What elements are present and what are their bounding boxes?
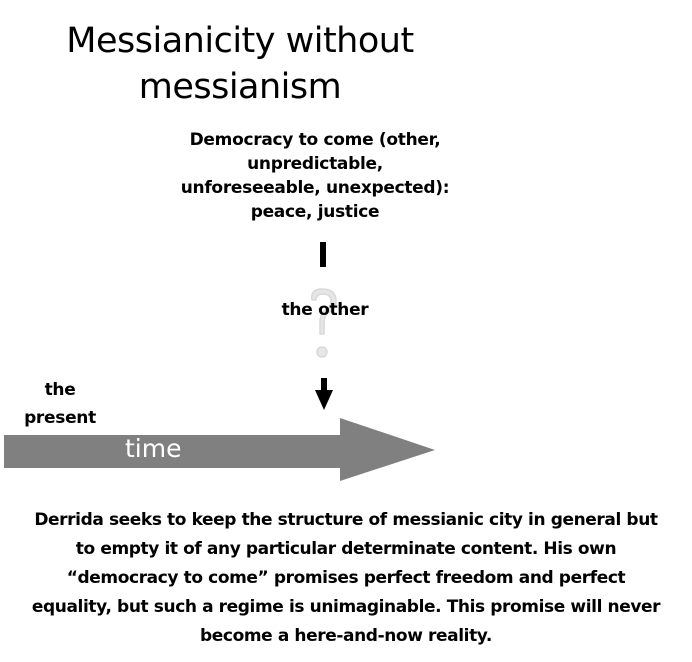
text-line: to empty it of any particular determinat… — [75, 539, 617, 559]
time-label: time — [125, 434, 182, 463]
text-line: become a here-and-now reality. — [200, 626, 492, 646]
text-line: Derrida seeks to keep the structure of m… — [34, 510, 658, 530]
democracy-to-come-text: Democracy to come (other, unpredictable,… — [160, 128, 470, 224]
explanation-paragraph: Derrida seeks to keep the structure of m… — [6, 506, 686, 651]
text-line: unforeseeable, unexpected): — [180, 178, 450, 198]
text-line: equality, but such a regime is unimagina… — [31, 597, 661, 617]
title-line: Messianicity without — [66, 21, 414, 61]
title-line: messianism — [138, 67, 342, 107]
text-line: present — [24, 408, 96, 428]
text-line: peace, justice — [250, 202, 380, 222]
the-other-label: the other — [281, 300, 369, 320]
down-arrow-icon — [315, 378, 333, 410]
text-line: “democracy to come” promises perfect fre… — [66, 568, 626, 588]
time-arrow — [4, 418, 435, 481]
text-line: Democracy to come (other, — [189, 130, 441, 150]
vertical-bar — [320, 242, 326, 267]
question-mark-icon — [310, 288, 337, 358]
slide-title: Messianicity without messianism — [20, 18, 460, 110]
the-present-label: the present — [10, 376, 110, 432]
text-line: the — [44, 380, 76, 400]
text-line: unpredictable, — [247, 154, 383, 174]
